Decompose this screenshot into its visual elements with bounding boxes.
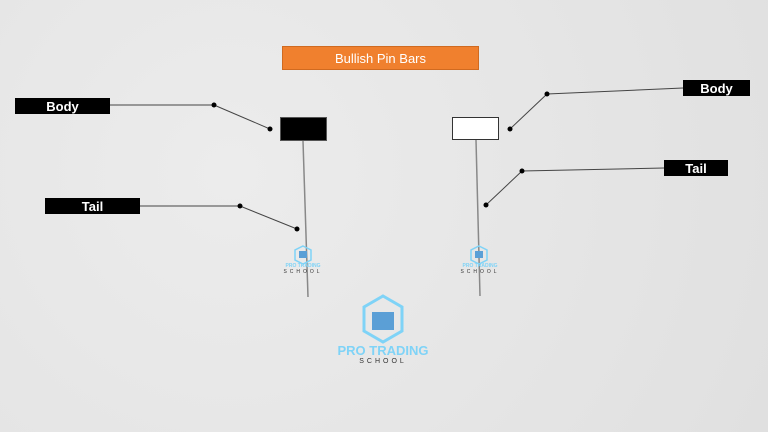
- right-body-label: Body: [683, 80, 750, 96]
- logo-subtext: SCHOOL: [359, 358, 407, 365]
- slide-title: Bullish Pin Bars: [282, 46, 479, 70]
- hexagon-logo-icon: [294, 245, 488, 344]
- logo-text: PRO TRADING: [285, 263, 321, 269]
- logo-text: PRO TRADING: [462, 263, 498, 269]
- right-tail-label: Tail: [664, 160, 728, 176]
- left-candle-body: [280, 117, 327, 141]
- small-logo-right: PRO TRADING SCHOOL: [460, 263, 500, 275]
- right-wick: [475, 139, 481, 297]
- left-wick: [302, 140, 309, 298]
- logo-subtext: SCHOOL: [460, 269, 500, 275]
- right-candle-body: [452, 117, 499, 140]
- logo-text: PRO TRADING: [337, 343, 429, 358]
- logo-subtext: SCHOOL: [283, 269, 323, 275]
- small-logo-left: PRO TRADING SCHOOL: [283, 263, 323, 275]
- left-body-label: Body: [15, 98, 110, 114]
- main-logo: PRO TRADING SCHOOL: [323, 343, 443, 365]
- left-tail-label: Tail: [45, 198, 140, 214]
